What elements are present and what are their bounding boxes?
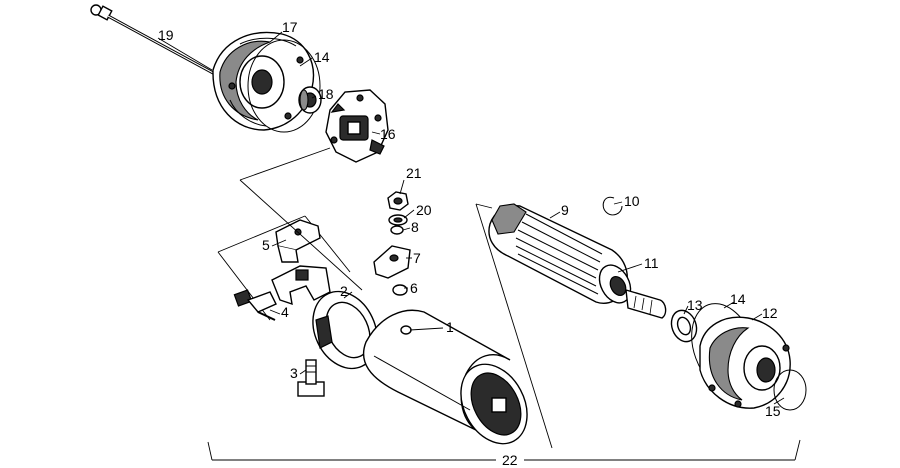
label-11: 11 <box>644 255 659 271</box>
terminal-nut <box>387 191 409 211</box>
label-22: 22 <box>502 452 518 468</box>
washer-20 <box>388 214 408 226</box>
label-3: 3 <box>290 365 298 381</box>
washer-8 <box>390 225 404 235</box>
label-15: 15 <box>765 403 781 419</box>
label-21: 21 <box>406 165 422 181</box>
label-9: 9 <box>561 202 569 218</box>
label-2: 2 <box>340 283 348 299</box>
label-20: 20 <box>416 202 432 218</box>
brush-holder-plate <box>325 89 389 163</box>
o-ring-small <box>392 284 408 296</box>
armature <box>488 203 667 319</box>
label-17: 17 <box>282 19 298 35</box>
brush-holder-bracket <box>271 265 331 306</box>
label-8: 8 <box>411 219 419 235</box>
through-bolt <box>90 4 216 76</box>
assembly-bracket-22 <box>207 439 801 461</box>
terminal-insulator <box>373 245 411 279</box>
brush-terminal <box>233 289 277 321</box>
terminal-bolt <box>297 359 325 397</box>
label-13: 13 <box>687 297 703 313</box>
leader-lines <box>157 31 785 405</box>
o-ring-front <box>773 369 807 411</box>
o-ring-upper <box>247 39 321 133</box>
yoke-housing <box>362 309 528 445</box>
label-14-lower: 14 <box>730 291 746 307</box>
label-5: 5 <box>262 237 270 253</box>
label-6: 6 <box>410 280 418 296</box>
label-12: 12 <box>762 305 778 321</box>
bearing-seal <box>298 86 322 114</box>
label-4: 4 <box>281 304 289 320</box>
label-7: 7 <box>413 250 421 266</box>
front-end-cover <box>699 316 791 409</box>
label-1: 1 <box>446 319 454 335</box>
label-18: 18 <box>318 86 334 102</box>
circlip <box>602 196 623 216</box>
label-19: 19 <box>158 27 174 43</box>
field-insulator-ring <box>312 290 378 370</box>
assembly-frame-lines <box>239 147 553 449</box>
label-14-upper: 14 <box>314 49 330 65</box>
washer-13 <box>670 309 698 343</box>
label-10: 10 <box>624 193 640 209</box>
label-16: 16 <box>380 126 396 142</box>
rear-end-cover <box>212 31 315 131</box>
